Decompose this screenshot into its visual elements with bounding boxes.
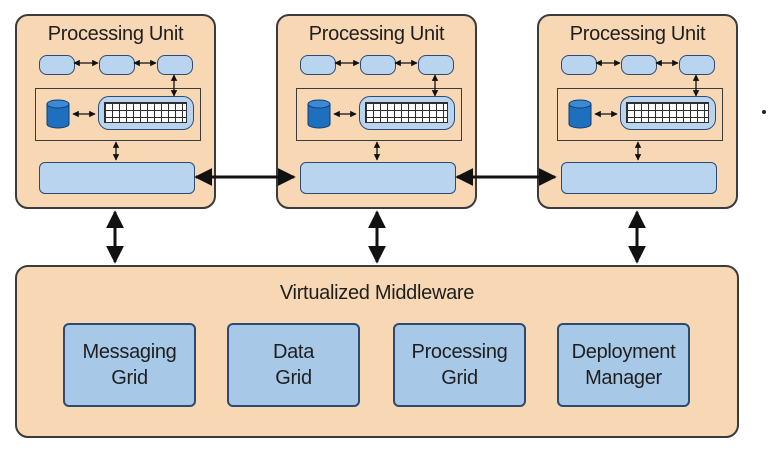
processing-unit-title: Processing Unit [569, 23, 706, 45]
processing-unit-3: Processing Unit [537, 14, 738, 209]
processing-component [99, 55, 135, 75]
processing-unit-title: Processing Unit [308, 23, 445, 45]
processing-component [300, 55, 336, 75]
unit-bus-bar [300, 162, 456, 194]
processing-component [679, 55, 715, 75]
deployment-manager-box: Deployment Manager [557, 323, 690, 407]
data-store-box [296, 88, 462, 141]
data-store-box [35, 88, 201, 141]
processing-unit-1: Processing Unit [15, 14, 216, 209]
bullet-dot [762, 110, 766, 114]
data-grid-icon [620, 96, 716, 130]
processing-component [621, 55, 657, 75]
database-icon [46, 99, 70, 129]
database-icon [307, 99, 331, 129]
data-store-box [557, 88, 723, 141]
processing-component [561, 55, 597, 75]
messaging-grid-box: Messaging Grid [63, 323, 196, 407]
processing-component [360, 55, 396, 75]
unit-bus-bar [561, 162, 717, 194]
data-grid-box: Data Grid [227, 323, 360, 407]
processing-unit-2: Processing Unit [276, 14, 477, 209]
unit-bus-bar [39, 162, 195, 194]
database-icon [568, 99, 592, 129]
data-grid-icon [359, 96, 455, 130]
data-grid-icon [98, 96, 194, 130]
processing-component [418, 55, 454, 75]
processing-grid-box: Processing Grid [393, 323, 526, 407]
processing-unit-title: Processing Unit [47, 23, 184, 45]
processing-component [157, 55, 193, 75]
middleware-title: Virtualized Middleware [279, 282, 475, 304]
processing-component [39, 55, 75, 75]
